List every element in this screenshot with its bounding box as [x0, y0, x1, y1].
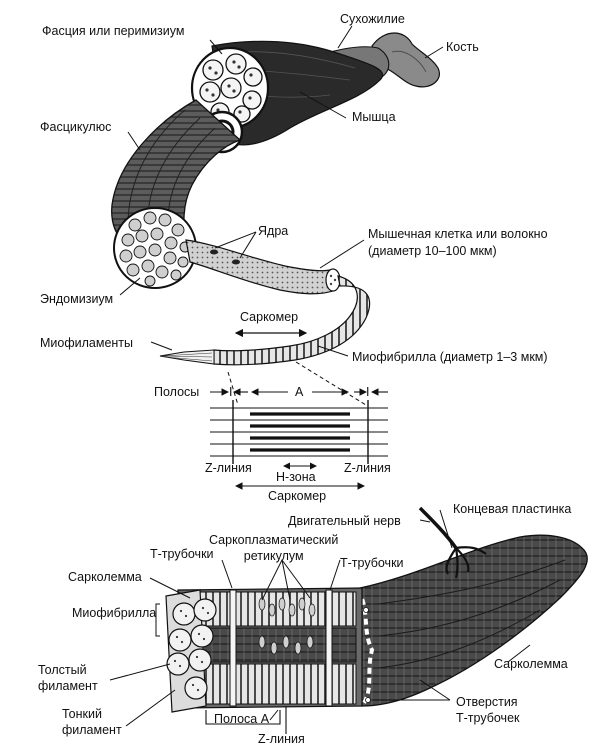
- label-end-plate: Концевая пластинка: [453, 502, 571, 517]
- label-muscle-cell: Мышечная клетка или волокно (диаметр 10–…: [368, 226, 548, 260]
- label-tendon: Сухожилие: [340, 12, 405, 27]
- muscle-fiber: [186, 240, 336, 294]
- label-sarcomere-top: Саркомер: [240, 310, 298, 325]
- label-band-i-left: I: [229, 385, 232, 400]
- label-h-zone: H-зона: [276, 470, 316, 485]
- label-sarcomere-bottom: Саркомер: [268, 489, 326, 504]
- label-band-a: A: [295, 385, 303, 400]
- label-sarcolemma-left: Сарколемма: [68, 570, 142, 585]
- label-z-line-bottom: Z-линия: [258, 732, 305, 747]
- label-thick-filament: Толстый филамент: [38, 662, 98, 694]
- label-fascia: Фасция или перимизиум: [42, 24, 184, 39]
- label-sarcoplasmic-reticulum: Саркоплазматический ретикулум: [209, 532, 338, 564]
- label-z-line-left: Z-линия: [205, 461, 252, 476]
- label-t-tubules-left: Т-трубочки: [150, 547, 214, 562]
- label-muscle: Мышца: [352, 110, 396, 125]
- label-motor-nerve: Двигательный нерв: [288, 514, 401, 529]
- label-a-band: Полоса А: [214, 712, 269, 727]
- label-band-i-right: I: [366, 385, 369, 400]
- nucleus: [210, 250, 218, 255]
- label-t-tubules-right: Т-трубочки: [340, 556, 404, 571]
- label-t-tubule-openings: Отверстия Т-трубочек: [456, 694, 520, 726]
- label-thin-filament: Тонкий филамент: [62, 706, 122, 738]
- label-bands: Полосы: [154, 385, 199, 400]
- label-fascicle: Фасцикулюс: [40, 120, 111, 135]
- fascicle: [112, 100, 370, 365]
- nucleus: [232, 260, 240, 265]
- label-sarcolemma-right: Сарколемма: [494, 657, 568, 672]
- label-nuclei: Ядра: [258, 224, 288, 239]
- label-z-line-right: Z-линия: [344, 461, 391, 476]
- label-bone: Кость: [446, 40, 479, 55]
- label-myofilaments: Миофиламенты: [40, 336, 133, 351]
- label-myofibril: Миофибрилла (диаметр 1–3 мкм): [352, 350, 548, 365]
- label-endomysium: Эндомизиум: [40, 292, 113, 307]
- label-myofibril-bottom: Миофибрилла: [72, 606, 156, 621]
